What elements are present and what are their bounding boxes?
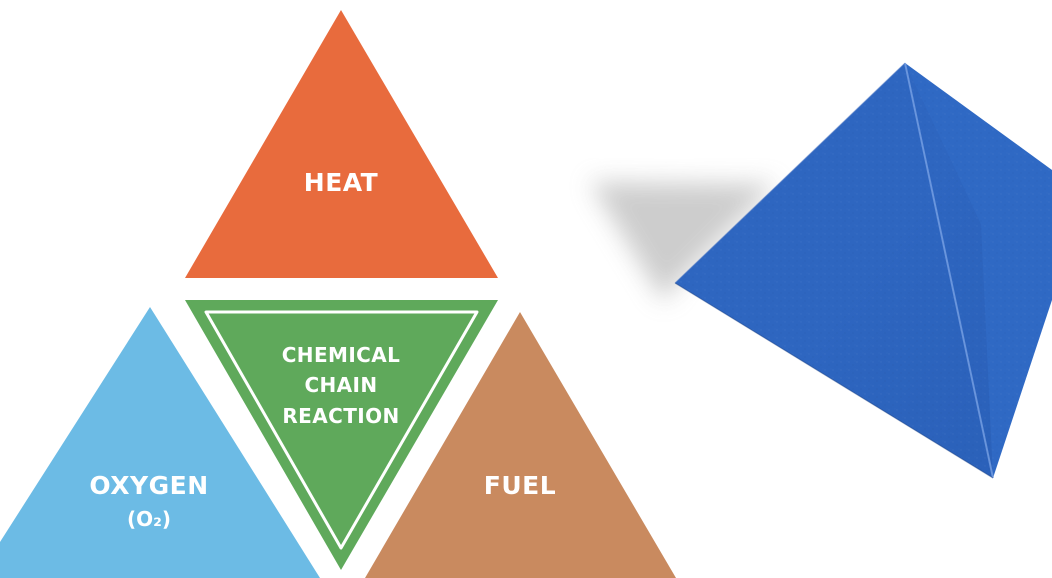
oxygen-label: OXYGEN — [89, 471, 208, 500]
tetrahedron-bottom-edge — [674, 282, 994, 479]
tetrahedron-shadow — [590, 182, 776, 302]
diagram-group: HEAT CHEMICAL CHAIN REACTION OXYGEN (O₂)… — [0, 10, 676, 578]
chemical-label: CHEMICAL — [282, 343, 401, 367]
oxygen-triangle — [0, 307, 320, 578]
fuel-triangle — [365, 312, 676, 578]
oxygen-formula-label: (O₂) — [127, 507, 171, 531]
fuel-label: FUEL — [484, 471, 556, 500]
reaction-label: REACTION — [282, 404, 399, 428]
tetrahedron-left-edge — [674, 62, 906, 284]
chemical-chain-reaction-inner-outline — [204, 310, 479, 550]
chain-label: CHAIN — [304, 373, 377, 397]
heat-triangle — [185, 10, 498, 278]
tetrahedron-grain-right — [905, 63, 1052, 478]
tetrahedron-grain-front — [675, 63, 993, 478]
tetrahedron-highlight-edge — [904, 62, 994, 479]
heat-label: HEAT — [304, 168, 378, 197]
chemical-chain-reaction-triangle — [185, 300, 498, 570]
tetrahedron-photo — [590, 62, 1052, 479]
